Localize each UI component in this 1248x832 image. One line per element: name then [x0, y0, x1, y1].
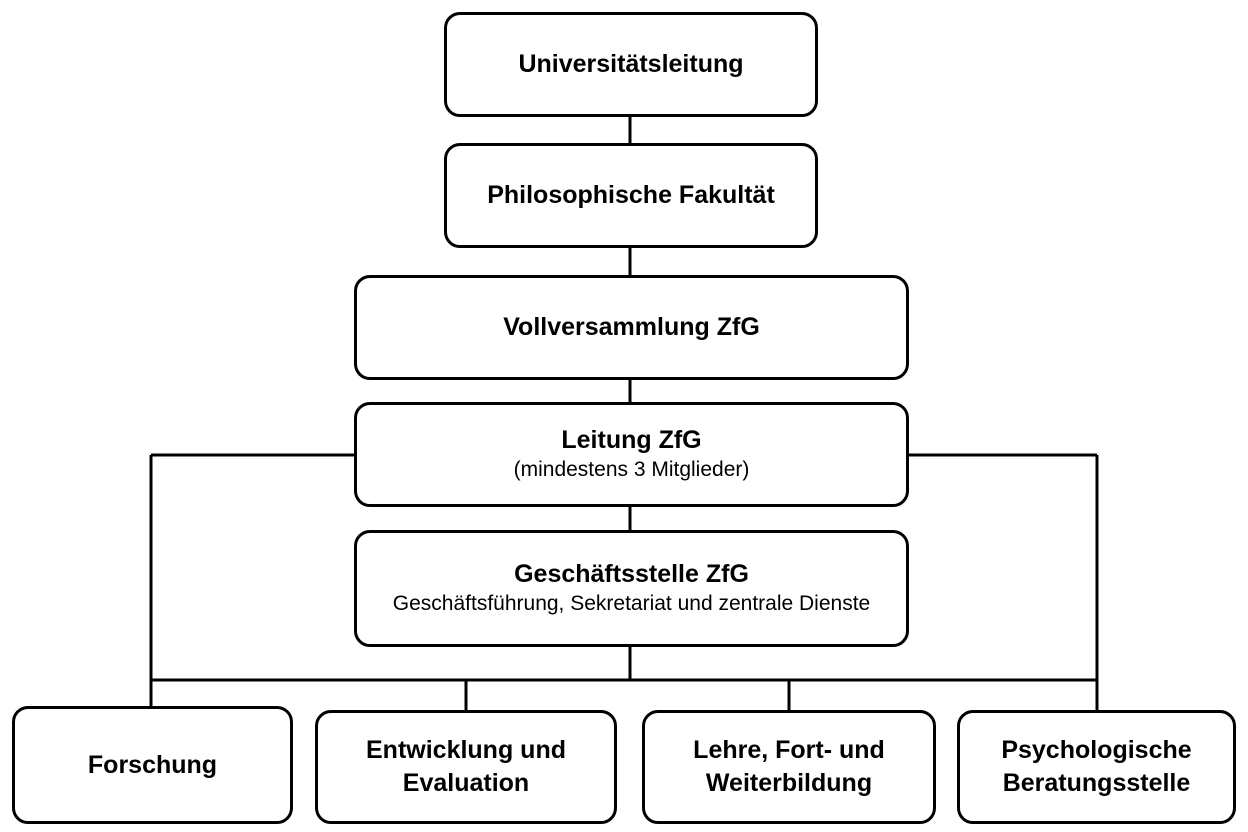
- node-lehre: Lehre, Fort- und Weiterbildung: [642, 710, 936, 824]
- node-universitaetsleitung: Universitätsleitung: [444, 12, 818, 117]
- node-forschung-title: Forschung: [87, 750, 218, 779]
- node-lehre-title: Lehre, Fort- und Weiterbildung: [693, 736, 885, 797]
- node-geschaeftsstelle-title: Geschäftsstelle ZfG: [514, 560, 749, 588]
- node-fakultaet-title: Philosophische Fakultät: [487, 181, 775, 209]
- node-beratung-title: Psychologische Beratungsstelle: [1001, 736, 1192, 797]
- node-leitung-subtitle: (mindestens 3 Mitglieder): [513, 458, 750, 481]
- node-vollversammlung: Vollversammlung ZfG: [354, 275, 909, 380]
- node-leitung: Leitung ZfG (mindestens 3 Mitglieder): [354, 402, 909, 507]
- node-entwicklung-title: Entwicklung und Evaluation: [366, 736, 566, 797]
- node-leitung-title: Leitung ZfG: [561, 426, 702, 454]
- node-forschung: Forschung: [12, 706, 293, 824]
- node-geschaeftsstelle: Geschäftsstelle ZfG Geschäftsführung, Se…: [354, 530, 909, 647]
- node-geschaeftsstelle-subtitle: Geschäftsführung, Sekretariat und zentra…: [392, 592, 871, 615]
- node-philosophische-fakultaet: Philosophische Fakultät: [444, 143, 818, 248]
- node-beratung: Psychologische Beratungsstelle: [957, 710, 1236, 824]
- node-entwicklung: Entwicklung und Evaluation: [315, 710, 617, 824]
- node-vollversammlung-title: Vollversammlung ZfG: [503, 313, 760, 341]
- node-universitaetsleitung-title: Universitätsleitung: [518, 50, 744, 78]
